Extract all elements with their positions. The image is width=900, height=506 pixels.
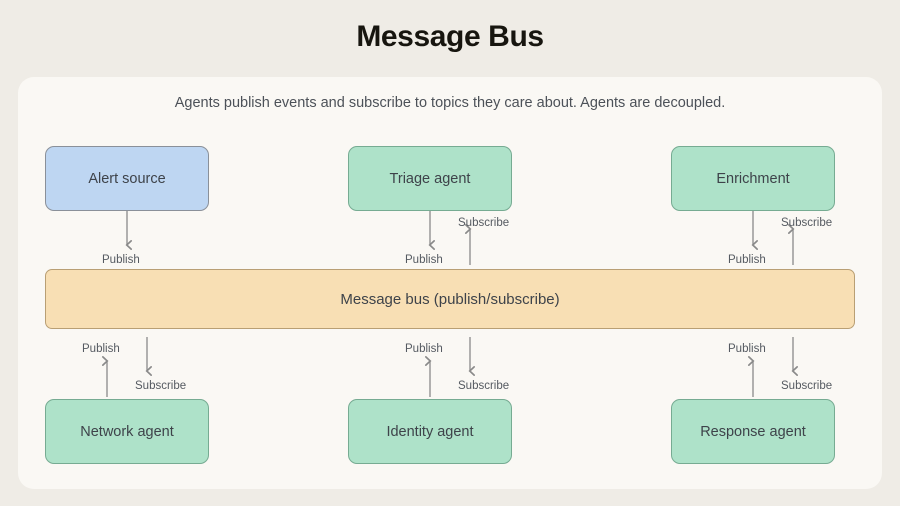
edge-label-subscribe-response-agent: Subscribe [781,380,833,392]
edge-label-subscribe-network-agent: Subscribe [135,380,187,392]
edge-label-subscribe-identity-agent: Subscribe [458,380,510,392]
node-identity-agent[interactable]: Identity agent [348,399,512,464]
node-network-agent[interactable]: Network agent [45,399,209,464]
edge-label-publish-enrichment: Publish [728,254,766,266]
node-label: Message bus (publish/subscribe) [340,290,560,308]
node-response-agent[interactable]: Response agent [671,399,835,464]
edge-label-publish-network-agent: Publish [82,343,120,355]
page-title: Message Bus [356,20,544,53]
edge-label-publish-identity-agent: Publish [405,343,443,355]
node-label: Identity agent [386,423,474,440]
node-label: Enrichment [716,170,790,187]
node-label: Network agent [80,423,174,440]
diagram-card: Agents publish events and subscribe to t… [18,77,882,489]
node-label: Alert source [88,170,166,187]
edge-label-publish-triage-agent: Publish [405,254,443,266]
diagram-canvas: Alert source Triage agent Enrichment Pub… [18,77,882,489]
edge-label-publish-alert-source: Publish [102,254,140,266]
node-triage-agent[interactable]: Triage agent [348,146,512,211]
edge-label-subscribe-triage-agent: Subscribe [458,217,510,229]
edge-label-subscribe-enrichment: Subscribe [781,217,833,229]
node-message-bus[interactable]: Message bus (publish/subscribe) [45,269,855,329]
node-label: Triage agent [389,170,471,187]
edge-label-publish-response-agent: Publish [728,343,766,355]
diagram-subtitle: Agents publish events and subscribe to t… [174,95,726,111]
node-alert-source[interactable]: Alert source [45,146,209,211]
node-enrichment[interactable]: Enrichment [671,146,835,211]
node-label: Response agent [700,423,806,440]
